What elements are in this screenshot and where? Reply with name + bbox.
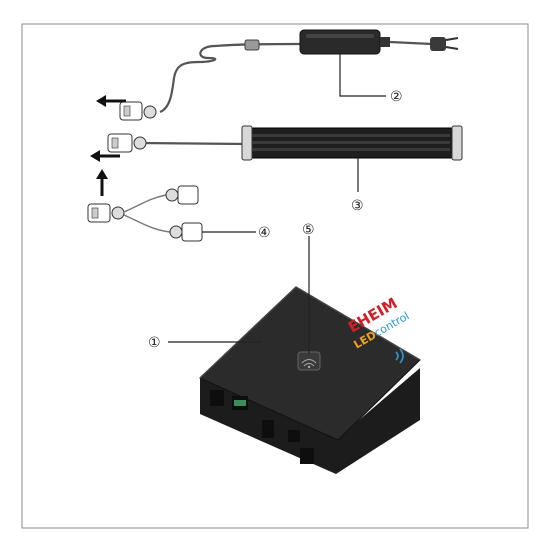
power-supply: ② <box>159 29 459 114</box>
led-control-device: EHEIM LEDcontrol <box>199 286 421 474</box>
power-cable-plug <box>119 101 157 121</box>
callout-3: ③ <box>351 198 364 214</box>
arrow-up-icon <box>96 169 108 196</box>
callout-1: ① <box>148 335 161 351</box>
callout-5: ⑤ <box>302 222 315 238</box>
y-splitter-cable: ④ <box>87 185 271 242</box>
led-bar: ③ <box>107 125 463 214</box>
arrow-left-icon <box>90 150 120 162</box>
diagram-frame <box>21 23 529 529</box>
signal-icon <box>395 348 404 364</box>
callout-4: ④ <box>258 225 271 241</box>
arrow-left-icon <box>96 95 126 107</box>
callout-2: ② <box>390 89 403 105</box>
wifi-icon <box>301 359 317 369</box>
